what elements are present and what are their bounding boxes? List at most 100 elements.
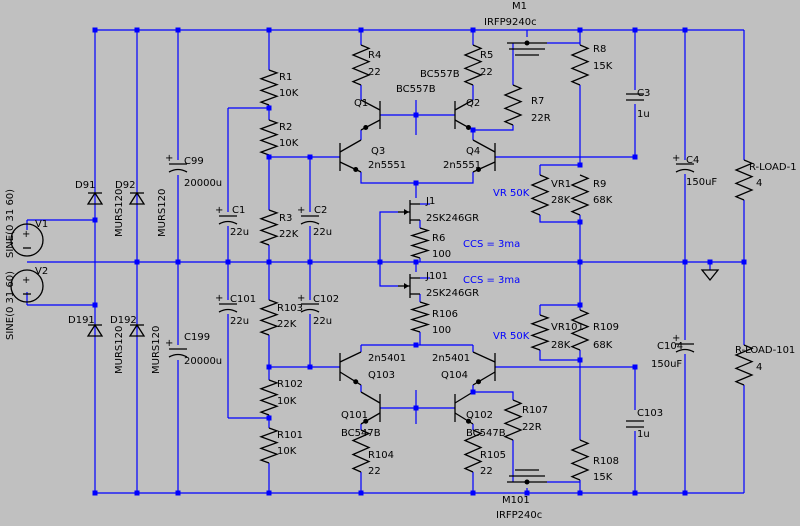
capacitor: [675, 348, 695, 353]
label-c99-value: 20000u: [184, 178, 222, 189]
junction-dot: [632, 154, 638, 160]
resistor: [503, 84, 523, 126]
label-q3: Q3: [371, 146, 385, 157]
label-r108-value: 15K: [593, 472, 613, 483]
transistor: [360, 99, 381, 111]
label-r2-value: 10K: [279, 138, 299, 149]
junction-dot: [682, 490, 688, 496]
transistor: [472, 351, 496, 363]
label-vr50k-top: VR 50K: [493, 188, 530, 199]
label-c102-value: 22u: [313, 316, 332, 327]
label-r1: R1: [279, 72, 292, 83]
junction-dot: [741, 259, 747, 265]
label-murs-1: MURS120: [114, 189, 125, 237]
label-j101: J101: [425, 271, 448, 282]
label-r104: R104: [368, 450, 394, 461]
resistor: [530, 314, 550, 351]
resistor: [351, 44, 371, 86]
junction-dot: [266, 154, 272, 160]
label-q4: Q4: [466, 146, 480, 157]
label-r107-value: 22R: [522, 422, 542, 433]
label-c102: C102: [313, 294, 339, 305]
resistor: [503, 399, 523, 441]
label-q102: Q102: [466, 410, 493, 421]
transistor: [454, 99, 474, 111]
diode: [86, 323, 104, 337]
voltage-source-sign: +: [22, 275, 30, 286]
junction-dot: [577, 357, 583, 363]
junction-dot: [358, 490, 364, 496]
label-c104-value: 150uF: [651, 359, 682, 370]
resistor: [259, 427, 279, 464]
capacitor-polarity: +: [165, 338, 173, 349]
label-sine2: SINE(0 31 60): [5, 271, 16, 340]
labels: M1 IRFP9240c R4 22 BC557B BC557B R5 22 Q…: [5, 1, 797, 521]
label-r101-value: 10K: [277, 446, 297, 457]
capacitor-polarity: +: [672, 333, 680, 344]
resistor: [463, 429, 483, 473]
jfet-arrow: [404, 283, 409, 289]
label-r4: R4: [368, 50, 381, 61]
junction-dot: [577, 490, 583, 496]
jfet-arrow: [404, 209, 409, 215]
ground-symbol: [700, 269, 720, 282]
label-murs-4: MURS120: [151, 326, 162, 374]
label-ccs-bottom: CCS = 3ma: [463, 275, 520, 286]
label-c1-value: 22u: [230, 227, 249, 238]
label-r102: R102: [277, 379, 303, 390]
label-bc547-a: BC547B: [341, 428, 381, 439]
capacitor-polarity: +: [215, 293, 223, 304]
label-r-load-1: R-LOAD-1: [749, 162, 797, 173]
label-c99: C99: [184, 156, 204, 167]
label-d92: D92: [115, 180, 135, 191]
transistor-arrow: [363, 125, 369, 130]
transistor-arrow: [476, 379, 481, 385]
label-c101: C101: [230, 294, 256, 305]
junction-dot: [307, 154, 313, 160]
junction-dot: [682, 259, 688, 265]
junction-dot: [632, 27, 638, 33]
junction-dot: [266, 105, 272, 111]
label-vr1-value: 28K: [551, 195, 571, 206]
label-r101: R101: [277, 430, 303, 441]
label-r109: R109: [593, 322, 619, 333]
label-r-load-101-value: 4: [756, 362, 762, 373]
capacitor-polarity: +: [672, 153, 680, 164]
junction-dot: [577, 27, 583, 33]
label-r107: R107: [522, 405, 548, 416]
junction-dot: [266, 415, 272, 421]
label-r8: R8: [593, 44, 606, 55]
label-ccs-top: CCS = 3ma: [463, 239, 520, 250]
label-c1: C1: [232, 205, 245, 216]
transistor-arrow: [466, 418, 471, 424]
label-q104: Q104: [441, 370, 468, 381]
label-r104-value: 22: [368, 466, 381, 477]
components: ++++++++++: [10, 40, 754, 485]
voltage-source-sign: +: [22, 229, 30, 240]
label-r5: R5: [480, 50, 493, 61]
label-c103: C103: [637, 408, 663, 419]
mosfet-arrow: [524, 479, 530, 485]
label-c104: C104: [657, 341, 683, 352]
junction-dot: [266, 27, 272, 33]
capacitor: [675, 168, 695, 173]
label-j1: J1: [425, 196, 435, 207]
capacitor: [300, 220, 320, 225]
label-bc557-a: BC557B: [420, 69, 460, 80]
label-m101-model: IRFP240c: [496, 510, 542, 521]
junction-dot: [358, 27, 364, 33]
junction-dot: [577, 259, 583, 265]
label-j101-model: 2SK246GR: [426, 288, 479, 299]
transistor: [339, 351, 362, 363]
junction-dot: [225, 259, 231, 265]
junction-dot: [92, 27, 98, 33]
wires: [26, 29, 745, 494]
transistor: [454, 391, 474, 404]
label-r106: R106: [432, 309, 458, 320]
junction-dot: [377, 259, 383, 265]
label-r102-value: 10K: [277, 396, 297, 407]
label-v2: V2: [35, 266, 48, 277]
junction-dot: [632, 364, 638, 370]
transistor-arrow: [353, 379, 359, 385]
label-r4-value: 22: [368, 67, 381, 78]
